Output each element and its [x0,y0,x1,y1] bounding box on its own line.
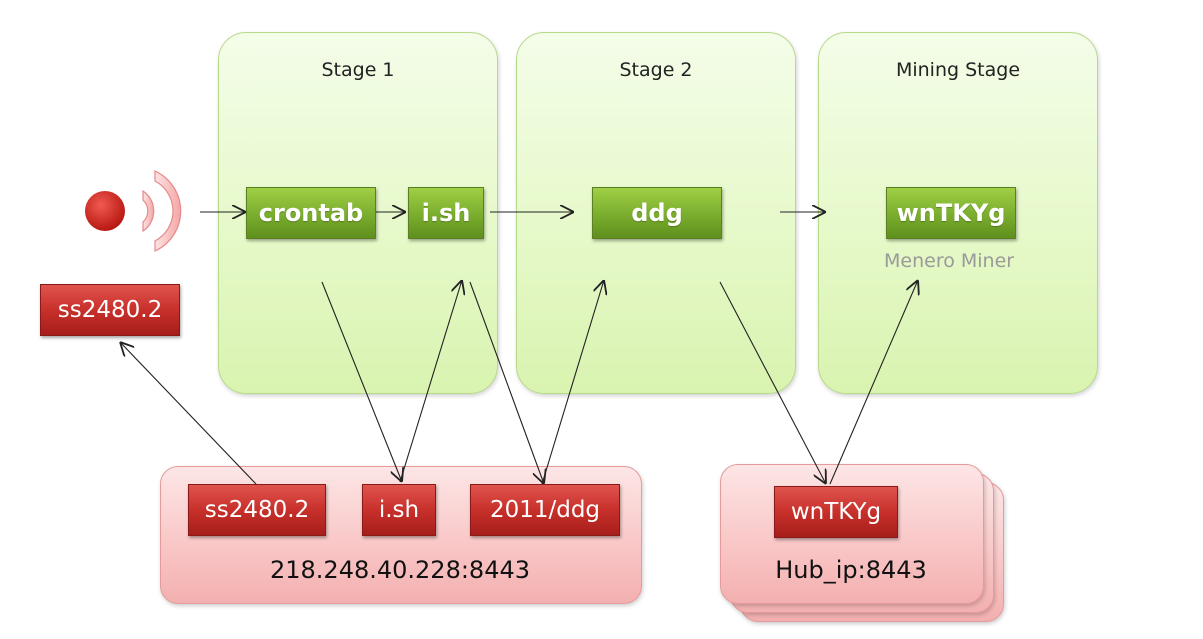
c2-file-ish: i.sh [362,484,436,536]
hub-server-address: Hub_ip:8443 [775,556,927,584]
wntkyg-node: wnTKYg [886,187,1016,239]
arrow-ddg-fetch-miner [719,281,826,484]
arrow-c2-to-attacker [120,342,257,485]
stage-2-title: Stage 2 [619,59,693,81]
ddg-node: ddg [592,187,722,239]
arrow-hub-to-miner [829,280,918,485]
ish-node: i.sh [408,187,484,239]
signal-source-icon [85,170,182,252]
arrow-c2-ddg-to-stage2 [541,280,604,485]
arrow-c2-ish-to-stage1 [399,280,462,483]
attacker-ss2480-box: ss2480.2 [40,284,180,336]
crontab-node: crontab [246,187,376,239]
hub-file-wntkyg: wnTKYg [774,486,898,538]
mining-stage-title: Mining Stage [895,59,1021,81]
arrow-ish-fetch-ddg [469,281,544,484]
menero-miner-caption: Menero Miner [884,250,1015,272]
arrow-crontab-fetch-ish [321,281,402,482]
stage-1-title: Stage 1 [321,59,395,81]
c2-file-ss2480: ss2480.2 [188,484,326,536]
c2-server-address: 218.248.40.228:8443 [269,556,530,584]
c2-file-ddg: 2011/ddg [470,484,620,536]
